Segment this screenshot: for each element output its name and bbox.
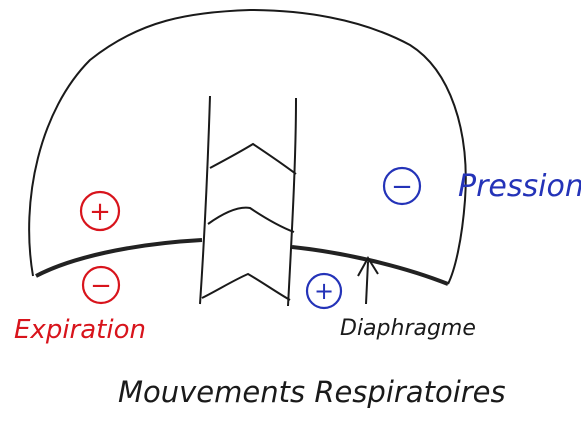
minus-sign-blue: − [391, 172, 413, 202]
diaphragm-left [36, 240, 202, 276]
diaphragm-arrow [358, 258, 378, 304]
expiration-label: Expiration [14, 315, 146, 345]
plus-sign-blue: + [314, 277, 334, 305]
minus-sign-red: − [90, 271, 112, 301]
pressure-label: Pression [458, 169, 581, 204]
trachea-ring-1 [210, 144, 296, 174]
trachea-ring-3 [202, 274, 290, 300]
plus-sign-red: + [89, 197, 111, 227]
trachea-right-wall [288, 98, 296, 306]
trachea-left-wall [200, 96, 210, 304]
diaphragm-label: Diaphragme [340, 316, 476, 341]
diagram-title: Mouvements Respiratoires [118, 375, 506, 409]
trachea-ring-2 [208, 208, 294, 232]
